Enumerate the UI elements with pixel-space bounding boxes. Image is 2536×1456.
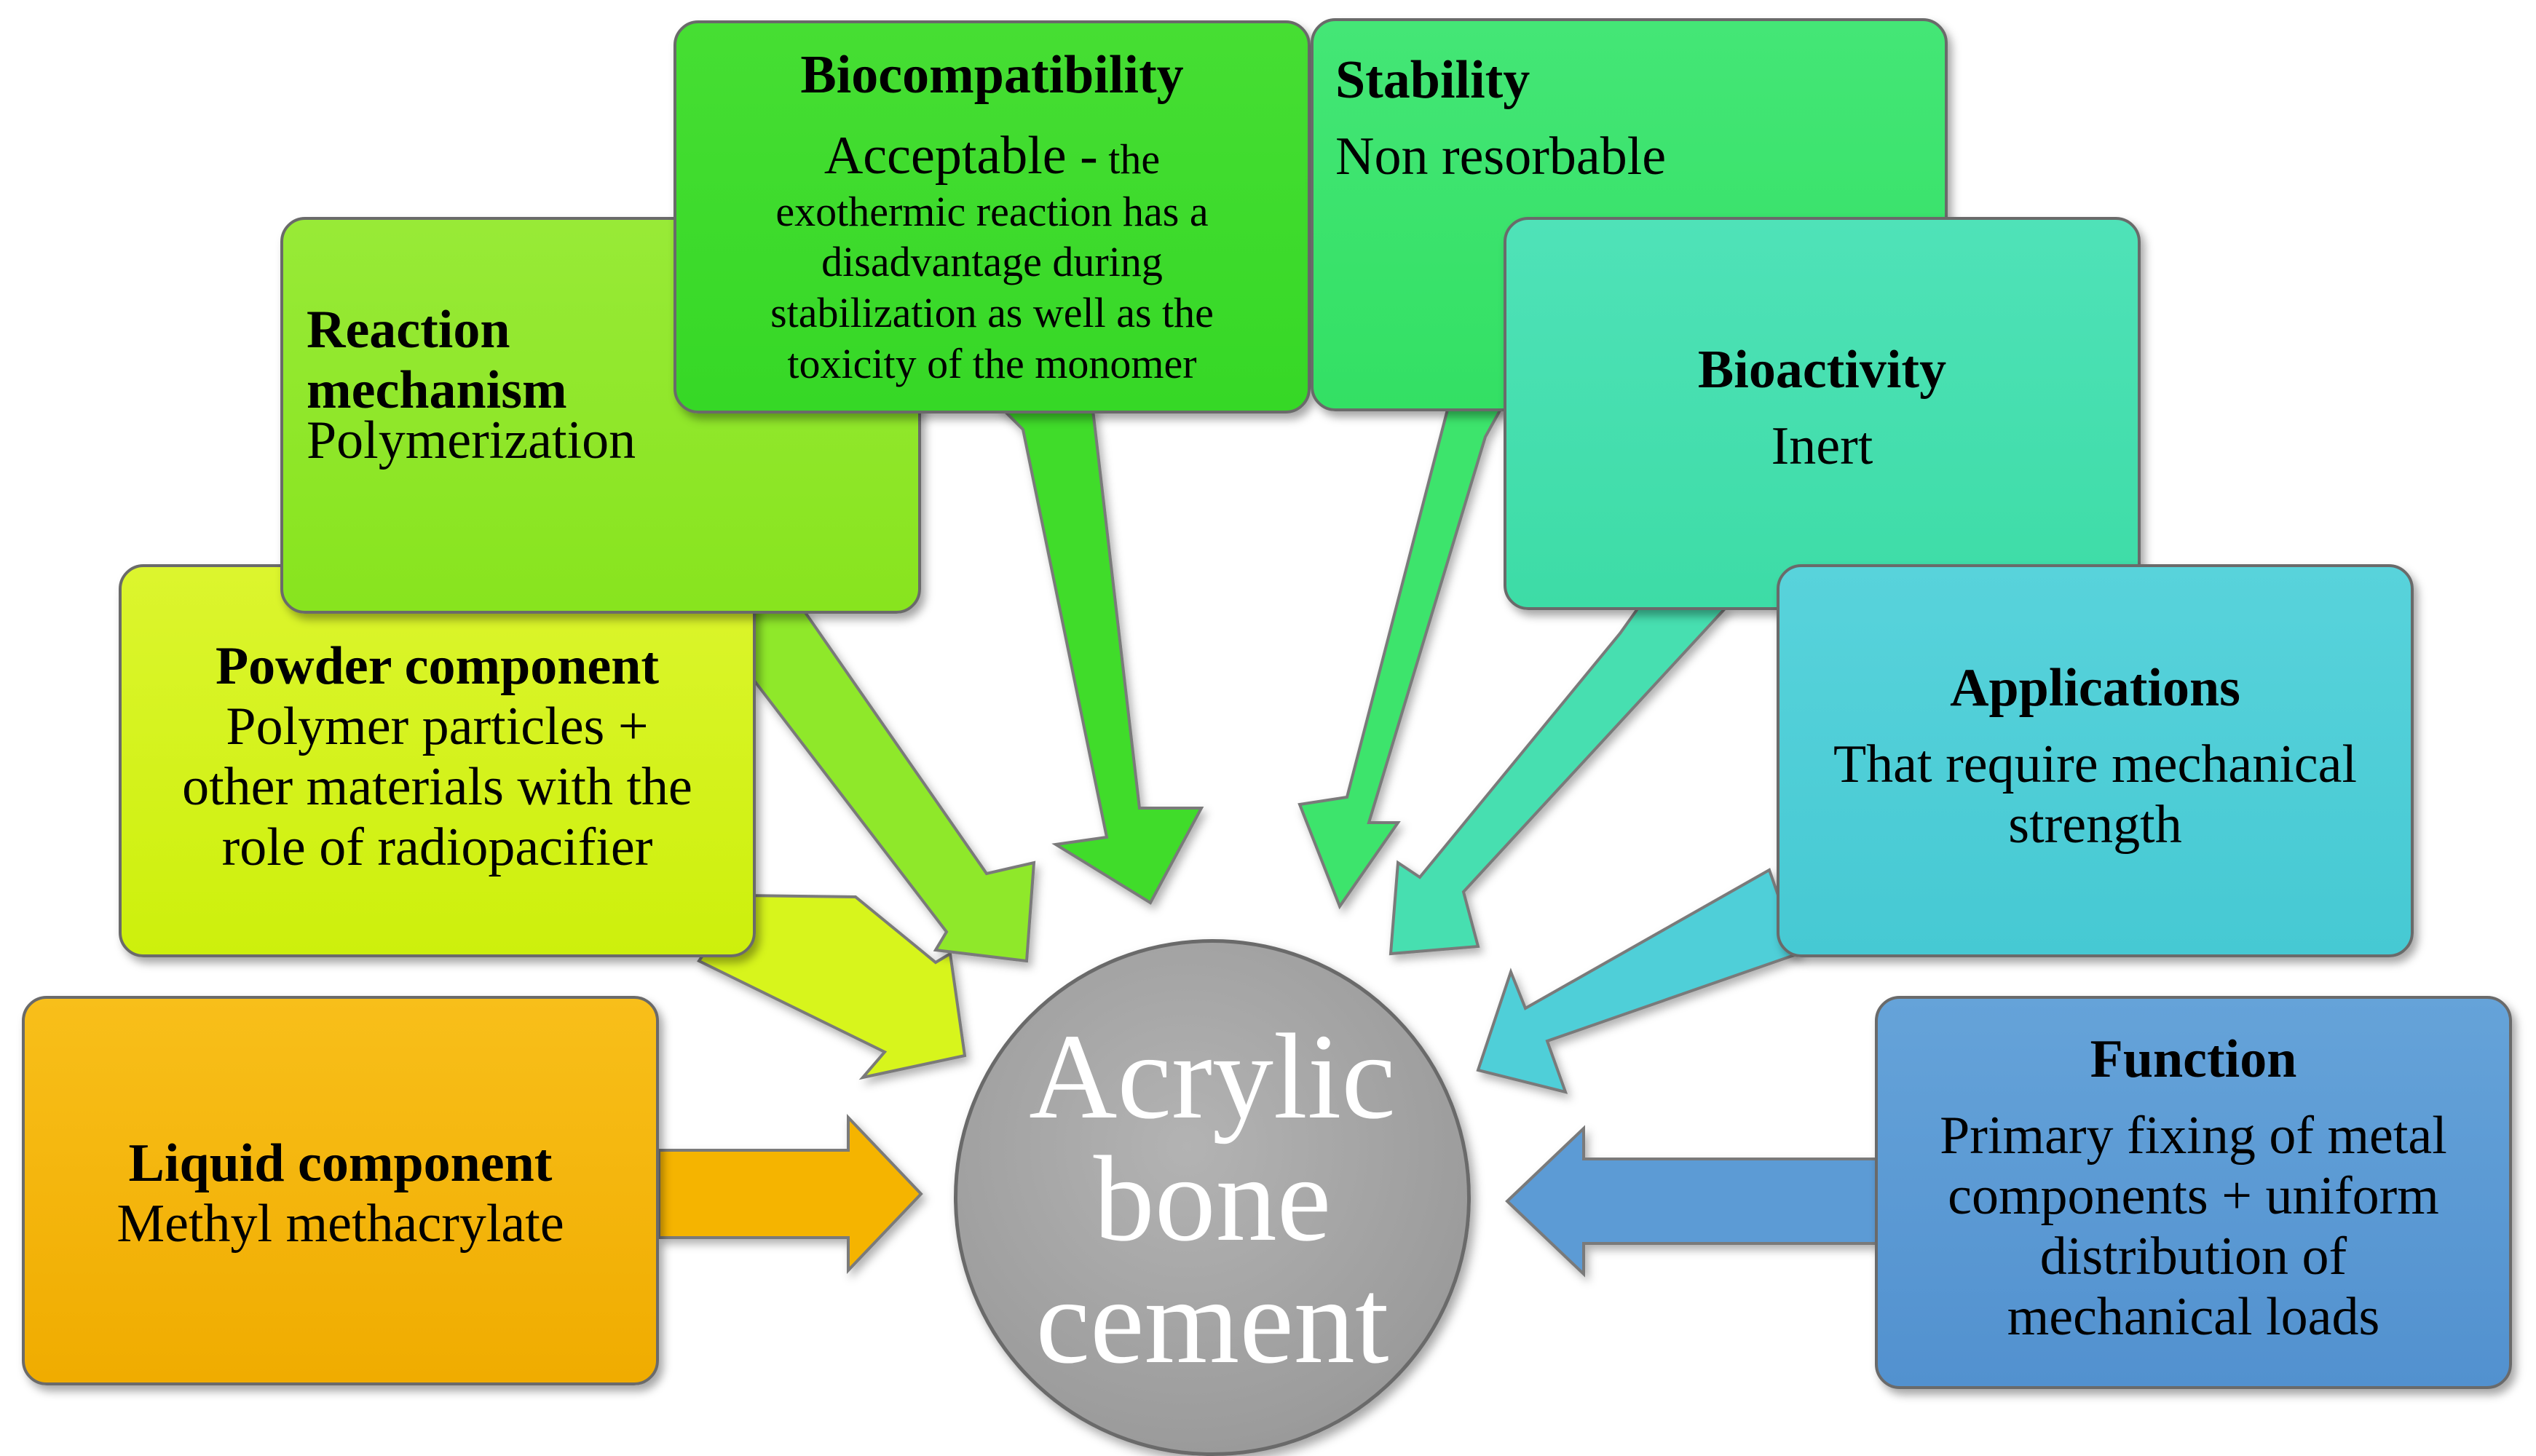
biocompatibility-line-3: stabilization as well as the bbox=[770, 288, 1214, 336]
bioactivity-title: Bioactivity bbox=[1697, 340, 1947, 400]
biocompatibility-line-1: exothermic reaction has a bbox=[775, 187, 1209, 235]
biocompatibility-box: Biocompatibility Acceptable - the exothe… bbox=[673, 20, 1311, 414]
powder-component-box: Powder component Polymer particles + oth… bbox=[119, 564, 756, 957]
reaction-mechanism-title-line-1: Reaction bbox=[307, 300, 510, 360]
bioactivity-box: Bioactivity Inert bbox=[1504, 217, 2141, 610]
center-circle bbox=[954, 939, 1471, 1456]
liquid-component-box: Liquid component Methyl methacrylate bbox=[22, 996, 659, 1385]
reaction-mechanism-title-line-2: mechanism bbox=[307, 360, 567, 420]
applications-line-2: strength bbox=[2008, 794, 2182, 855]
function-line-2: components + uniform bbox=[1948, 1166, 2439, 1226]
powder-component-title: Powder component bbox=[215, 636, 660, 696]
biocompatibility-lead: Acceptable - bbox=[823, 125, 1098, 186]
function-title: Function bbox=[2090, 1029, 2297, 1089]
acrylic-bone-cement-diagram: Liquid component Methyl methacrylate Pow… bbox=[22, 18, 2512, 1456]
liquid-component-text: Methyl methacrylate bbox=[116, 1193, 564, 1254]
arrow-reaction bbox=[700, 610, 1036, 963]
powder-component-line-2: other materials with the bbox=[182, 756, 692, 817]
center-label-line-3: cement bbox=[1035, 1254, 1389, 1389]
arrow-bioactivity bbox=[1389, 606, 1729, 956]
center-label-line-2: bone bbox=[1093, 1131, 1332, 1267]
biocompatibility-line-4: toxicity of the monomer bbox=[787, 339, 1197, 387]
reaction-mechanism-box: Reaction mechanism Polymerization bbox=[280, 217, 921, 614]
powder-component-line-3: role of radiopacifier bbox=[221, 817, 653, 877]
arrow-biocompat bbox=[994, 403, 1204, 905]
arrow-powder bbox=[697, 893, 967, 1080]
biocompatibility-lead-small: the bbox=[1097, 135, 1161, 183]
function-line-1: Primary fixing of metal bbox=[1940, 1105, 2447, 1166]
stability-text: Non resorbable bbox=[1335, 126, 1667, 186]
stability-title: Stability bbox=[1335, 50, 1530, 110]
applications-title: Applications bbox=[1950, 658, 2240, 718]
function-box: Function Primary fixing of metal compone… bbox=[1875, 996, 2512, 1389]
biocompatibility-title: Biocompatibility bbox=[800, 45, 1184, 105]
bioactivity-text: Inert bbox=[1771, 416, 1873, 476]
powder-component-line-1: Polymer particles + bbox=[226, 696, 649, 756]
function-line-4: mechanical loads bbox=[2007, 1286, 2380, 1347]
liquid-component-title: Liquid component bbox=[128, 1133, 553, 1193]
function-line-3: distribution of bbox=[2039, 1226, 2347, 1286]
arrow-applications bbox=[1476, 868, 1801, 1094]
arrows-layer bbox=[657, 403, 1887, 1278]
biocompatibility-line-2: disadvantage during bbox=[821, 238, 1163, 286]
arrow-stability bbox=[1297, 403, 1506, 910]
applications-box: Applications That require mechanical str… bbox=[1777, 564, 2414, 957]
arrow-liquid bbox=[657, 1114, 923, 1274]
arrow-function bbox=[1505, 1125, 1887, 1278]
applications-line-1: That require mechanical bbox=[1833, 734, 2358, 794]
center-label-line-1: Acrylic bbox=[1029, 1009, 1396, 1144]
center-label: Acrylic bone cement bbox=[954, 1016, 1471, 1382]
reaction-mechanism-text: Polymerization bbox=[307, 410, 636, 470]
